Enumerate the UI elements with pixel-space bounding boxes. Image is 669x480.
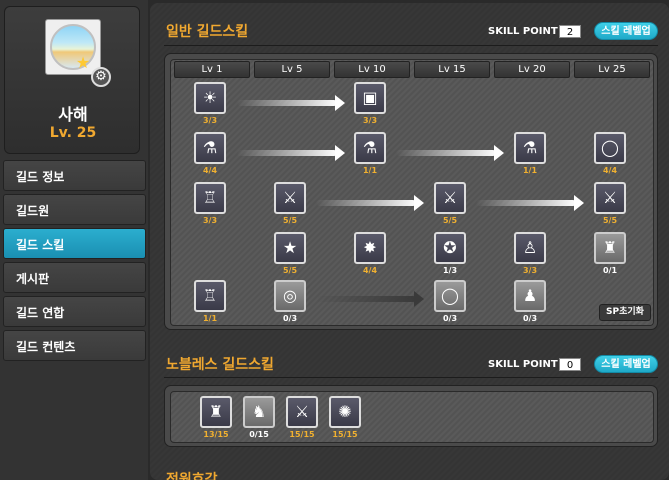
potion-icon[interactable]: ⚗ (514, 132, 546, 164)
prerequisite-arrow (237, 145, 345, 161)
skill-count: 4/4 (202, 166, 218, 175)
crowd-icon[interactable]: ♜ (594, 232, 626, 264)
prerequisite-arrow (316, 195, 424, 211)
main-panel: 일반 길드스킬 SKILL POINT 2 스킬 레벨업 Lv 1 Lv 5 L… (150, 3, 669, 480)
next-section-title: 전원호감 (166, 472, 218, 480)
skill-tree: Lv 1 Lv 5 Lv 10 Lv 15 Lv 20 Lv 25 ☀ 3/3 … (164, 53, 658, 330)
skill-count: 4/4 (602, 166, 618, 175)
guild-emblem (45, 19, 101, 75)
sword-icon[interactable]: ⚔ (434, 182, 466, 214)
guild-profile: ★ ⚙ 사해 Lv. 25 (4, 6, 140, 154)
skill-count: 13/15 (203, 430, 229, 439)
boss-icon[interactable]: ♜ (200, 396, 232, 428)
skill-tree-grid: Lv 1 Lv 5 Lv 10 Lv 15 Lv 20 Lv 25 ☀ 3/3 … (170, 59, 654, 326)
skill-count: 3/3 (202, 116, 218, 125)
character-up-icon[interactable]: ♙ (514, 232, 546, 264)
guild-level: Lv. 25 (49, 125, 97, 141)
skill-count: 0/1 (602, 266, 618, 275)
skill-levelup-button[interactable]: 스킬 레벨업 (594, 355, 658, 373)
guild-name: 사해 (58, 105, 88, 124)
prerequisite-arrow (476, 195, 584, 211)
noblesse-skill-grid: ♜ 13/15 ♞ 0/15 ⚔ 15/15 ✺ 15/15 (170, 391, 654, 443)
warrior-exp-icon[interactable]: ♖ (194, 280, 226, 312)
level-header: Lv 25 (574, 61, 650, 78)
skill-count: 1/1 (202, 314, 218, 323)
scroll-icon[interactable]: ▣ (354, 82, 386, 114)
burst-icon[interactable]: ✸ (354, 232, 386, 264)
coin-icon[interactable]: ◎ (274, 280, 306, 312)
skill-count: 3/3 (522, 266, 538, 275)
level-header: Lv 20 (494, 61, 570, 78)
menu-guild-info[interactable]: 길드 정보 (3, 160, 146, 191)
skill-point-label: SKILL POINT (488, 26, 558, 37)
sword-icon[interactable]: ⚔ (274, 182, 306, 214)
skill-count: 4/4 (362, 266, 378, 275)
skill-count: 3/3 (362, 116, 378, 125)
menu-guild-alliance[interactable]: 길드 연합 (3, 296, 146, 327)
portrait-icon[interactable]: ♟ (514, 280, 546, 312)
potion-icon[interactable]: ⚗ (194, 132, 226, 164)
skill-count: 15/15 (332, 430, 358, 439)
skill-point-label: SKILL POINT (488, 359, 558, 370)
left-panel: ★ ⚙ 사해 Lv. 25 길드 정보 길드원 길드 스킬 게시판 길드 연합 … (0, 0, 148, 480)
menu-guild-skill[interactable]: 길드 스킬 (3, 228, 146, 259)
level-header: Lv 5 (254, 61, 330, 78)
prerequisite-arrow (237, 95, 345, 111)
sword-icon[interactable]: ⚔ (594, 182, 626, 214)
skill-count: 0/3 (282, 314, 298, 323)
skill-point-value: 0 (559, 358, 581, 371)
warrior-icon[interactable]: ♖ (194, 182, 226, 214)
skill-count: 5/5 (602, 216, 618, 225)
sun-icon[interactable]: ☀ (194, 82, 226, 114)
medal-icon[interactable]: ✪ (434, 232, 466, 264)
skill-count: 5/5 (442, 216, 458, 225)
skill-count: 5/5 (282, 266, 298, 275)
shield-icon[interactable]: ◯ (434, 280, 466, 312)
level-header: Lv 15 (414, 61, 490, 78)
star-icon[interactable]: ★ (274, 232, 306, 264)
menu-board[interactable]: 게시판 (3, 262, 146, 293)
prerequisite-arrow (316, 291, 424, 307)
gear-icon[interactable]: ⚙ (91, 67, 111, 87)
skill-count: 3/3 (202, 216, 218, 225)
skill-count: 1/1 (522, 166, 538, 175)
skill-count: 5/5 (282, 216, 298, 225)
skill-count: 0/3 (442, 314, 458, 323)
star-icon: ★ (75, 53, 91, 72)
explosion-icon[interactable]: ✺ (329, 396, 361, 428)
skill-point-value: 2 (559, 25, 581, 38)
potion-icon[interactable]: ⚗ (354, 132, 386, 164)
menu-guild-members[interactable]: 길드원 (3, 194, 146, 225)
skill-count: 1/3 (442, 266, 458, 275)
noblesse-skill-title: 노블레스 길드스킬 (166, 357, 274, 373)
skill-count: 15/15 (289, 430, 315, 439)
party-icon[interactable]: ♞ (243, 396, 275, 428)
skill-count: 0/3 (522, 314, 538, 323)
level-header: Lv 1 (174, 61, 250, 78)
skill-count: 0/15 (249, 430, 269, 439)
general-skill-title: 일반 길드스킬 (166, 24, 249, 40)
divider (164, 45, 658, 46)
noblesse-skill-list: ♜ 13/15 ♞ 0/15 ⚔ 15/15 ✺ 15/15 (164, 385, 658, 447)
prerequisite-arrow (396, 145, 504, 161)
skill-count: 1/1 (362, 166, 378, 175)
attack-up-icon[interactable]: ⚔ (286, 396, 318, 428)
emblem-image (50, 24, 96, 70)
sp-reset-button[interactable]: SP초기화 (599, 304, 651, 321)
orb-icon[interactable]: ◯ (594, 132, 626, 164)
divider (164, 377, 658, 378)
level-header: Lv 10 (334, 61, 410, 78)
skill-levelup-button[interactable]: 스킬 레벨업 (594, 22, 658, 40)
menu-guild-contents[interactable]: 길드 컨텐츠 (3, 330, 146, 361)
